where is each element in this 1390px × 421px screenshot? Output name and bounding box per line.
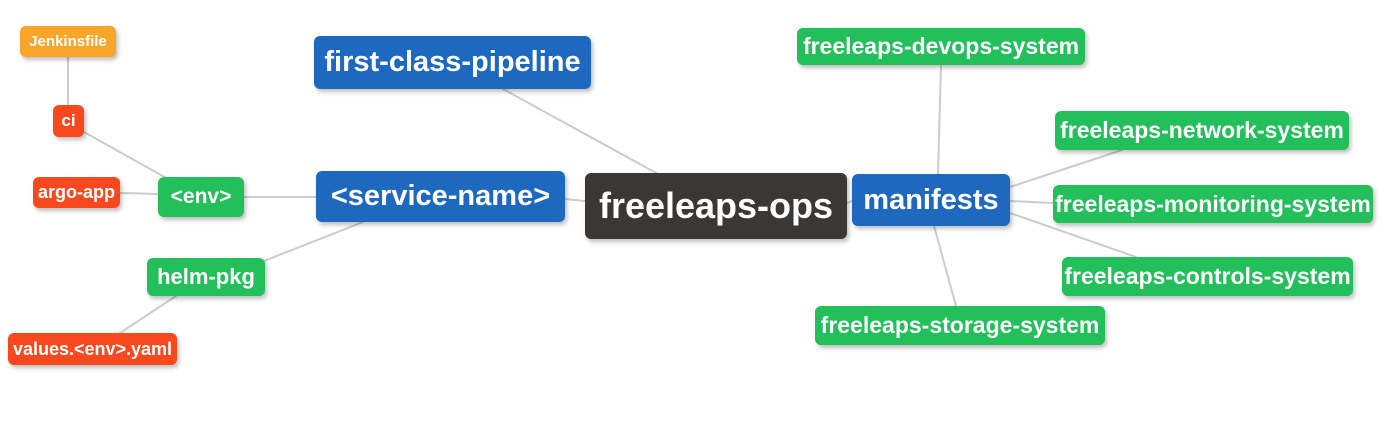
edge-manifests-to-freeleaps-network-system — [1009, 149, 1123, 188]
edge-ci-to-env — [83, 131, 169, 180]
node-freeleaps-devops-system[interactable]: freeleaps-devops-system — [797, 28, 1085, 65]
edge-service-name-to-helm-pkg — [263, 221, 364, 262]
node-service-name[interactable]: <service-name> — [316, 171, 565, 222]
node-freeleaps-network-system[interactable]: freeleaps-network-system — [1055, 111, 1349, 150]
edge-freeleaps-ops-to-first-class-pipeline — [502, 88, 659, 175]
node-manifests[interactable]: manifests — [852, 174, 1010, 226]
node-values-env-yaml[interactable]: values.<env>.yaml — [8, 333, 177, 365]
node-argo-app[interactable]: argo-app — [33, 177, 120, 208]
edge-manifests-to-freeleaps-monitoring-system — [1009, 200, 1054, 204]
node-freeleaps-storage-system[interactable]: freeleaps-storage-system — [815, 306, 1105, 345]
node-first-class-pipeline[interactable]: first-class-pipeline — [314, 36, 591, 89]
node-helm-pkg[interactable]: helm-pkg — [147, 258, 265, 296]
edge-freeleaps-ops-to-service-name — [564, 198, 586, 202]
edge-argo-app-to-env — [119, 192, 159, 195]
edge-freeleaps-ops-to-manifests — [846, 200, 853, 204]
node-freeleaps-controls-system[interactable]: freeleaps-controls-system — [1062, 257, 1353, 296]
node-ci[interactable]: ci — [53, 105, 84, 137]
edge-helm-pkg-to-values-env-yaml — [119, 295, 177, 334]
node-env[interactable]: <env> — [158, 177, 244, 217]
node-freeleaps-monitoring-system[interactable]: freeleaps-monitoring-system — [1053, 185, 1373, 223]
edge-manifests-to-freeleaps-controls-system — [1009, 212, 1137, 258]
edge-manifests-to-freeleaps-storage-system — [933, 225, 957, 307]
node-jenkinsfile[interactable]: Jenkinsfile — [20, 26, 116, 57]
edge-manifests-to-freeleaps-devops-system — [937, 64, 942, 175]
node-freeleaps-ops[interactable]: freeleaps-ops — [585, 173, 847, 239]
